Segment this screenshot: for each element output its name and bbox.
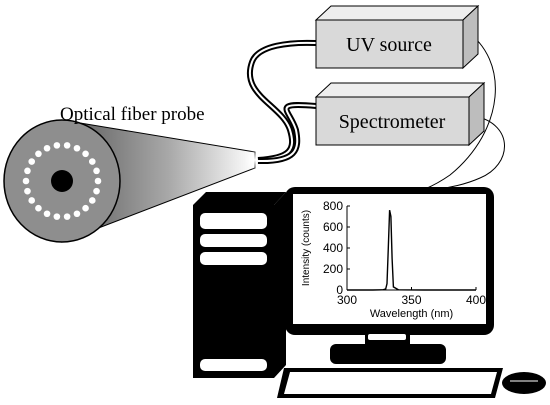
fiber-core-dot xyxy=(88,197,96,204)
chart-y-tick-label: 400 xyxy=(323,241,343,255)
spectrum-line xyxy=(347,210,476,291)
fiber-core-dot xyxy=(93,167,100,175)
probe-label: Optical fiber probe xyxy=(60,104,205,125)
fiber-core-dot xyxy=(35,204,42,212)
uv-source-box: UV source xyxy=(314,4,480,70)
monitor-neck-slot xyxy=(368,334,406,340)
fiber-core-dot xyxy=(82,150,89,158)
spectrometer-label: Spectrometer xyxy=(339,111,446,133)
fiber-core-dot xyxy=(43,210,51,218)
fiber-core-dot xyxy=(82,204,89,212)
fiber-core-dot xyxy=(94,177,102,185)
chart-y-ticks: 0 200 400 600 800 xyxy=(323,199,350,297)
probe-fiber-ring xyxy=(22,142,102,220)
probe-end-face xyxy=(3,119,121,243)
fiber-core-dot xyxy=(43,144,51,152)
fiber-core-dot xyxy=(35,150,42,158)
drive-bay-1 xyxy=(200,213,267,229)
monitor-icon xyxy=(285,187,494,364)
chart-x-ticks: 300 350 400 xyxy=(337,287,486,307)
fiber-core-dot xyxy=(73,210,81,218)
chart-y-tick-label: 0 xyxy=(336,283,343,297)
keyboard-icon xyxy=(277,368,503,398)
fiber-core-dot xyxy=(24,187,31,195)
monitor-stand xyxy=(330,344,446,364)
drive-bay-2 xyxy=(200,234,267,247)
fiber-core-dot xyxy=(28,158,36,165)
fiber-core-dot xyxy=(53,142,61,149)
fiber-core-dot xyxy=(63,213,71,220)
fiber-core-dot xyxy=(22,177,30,185)
chart-y-tick-label: 800 xyxy=(323,199,343,213)
fiber-core-dot xyxy=(28,197,36,204)
chart-x-tick-label: 300 xyxy=(337,293,357,307)
uv-source-label: UV source xyxy=(346,34,432,56)
fiber-core-dot xyxy=(93,187,100,195)
fiber-core-dot xyxy=(73,144,81,152)
chart-y-label: Intensity (counts) xyxy=(301,210,312,286)
fiber-core-dot xyxy=(88,158,96,165)
fiber-core-dot xyxy=(24,167,31,175)
fiber-core-dot xyxy=(53,213,61,220)
spectrometer-box: Spectrometer xyxy=(314,81,486,147)
chart-y-tick-label: 200 xyxy=(323,262,343,276)
tower-base-slot xyxy=(200,359,267,371)
fiber-core-dot xyxy=(63,142,71,149)
desktop-tower-icon xyxy=(193,192,286,378)
mouse-icon xyxy=(502,372,546,394)
chart-y-tick-label: 600 xyxy=(323,220,343,234)
drive-bay-3 xyxy=(200,252,267,265)
chart-x-label: Wavelength (nm) xyxy=(370,308,453,320)
chart-x-tick-label: 400 xyxy=(466,293,486,307)
chart-x-tick-label: 350 xyxy=(401,293,421,307)
